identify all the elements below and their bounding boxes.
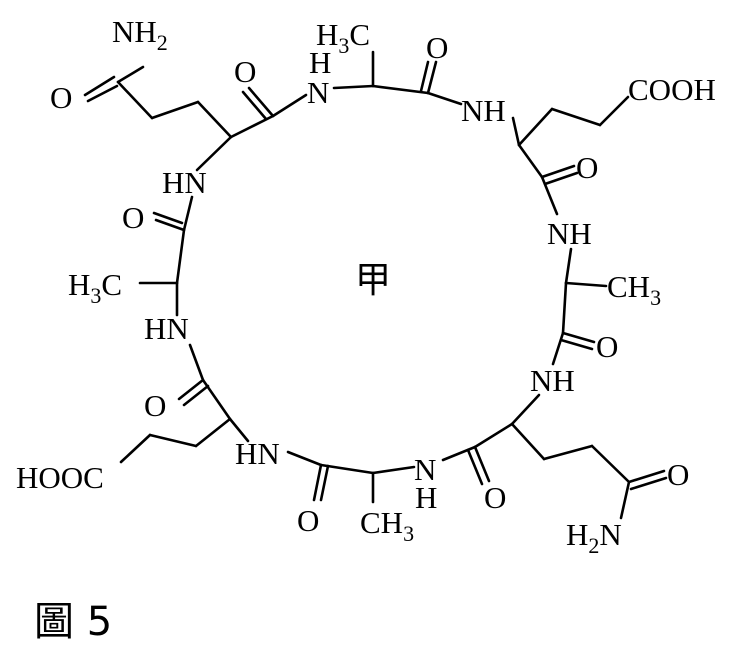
oxygen-top-left-amide: O [50,80,72,115]
h3c-top-label: H3C [316,17,370,58]
figure-caption: 圖 5 [34,599,112,645]
hydrogen-top: H [309,45,331,80]
h2n-bottom-label: H2N [566,517,622,558]
bonds [83,50,668,520]
hn-bottom-left: HN [235,436,280,471]
nitrogen-bottom: N [414,452,436,487]
nh2-top-label: NH2 [112,14,168,55]
oxygen-left-up: O [122,200,144,235]
ch3-right-label: CH3 [607,269,661,310]
hydrogen-bottom: H [415,480,437,515]
oxygen-bottom-right-ring: O [484,480,506,515]
oxygen-right-2: O [596,329,618,364]
nh-right-low: NH [530,363,575,398]
oxygen-top-left-ring: O [234,54,256,89]
oxygen-amide-bottom: O [667,457,689,492]
cooh-top: COOH [628,72,716,107]
nh-right-top: NH [461,93,506,128]
hn-left-top: HN [162,165,207,200]
ch3-bottom-label: CH3 [360,505,414,546]
hooc-bottom: HOOC [16,460,104,495]
oxygen-top-right-ring: O [426,30,448,65]
nh-right-mid: NH [547,216,592,251]
nitrogen-top: N [307,75,329,110]
hn-left-mid: HN [144,311,189,346]
atom-labels: NH2 O O H N H3C O NH COOH O NH CH3 O NH … [16,14,716,558]
center-label: 甲 [355,260,391,301]
oxygen-right-1: O [576,150,598,185]
h3c-left-label: H3C [68,267,122,308]
oxygen-left-low: O [144,388,166,423]
oxygen-bottom-left-ring: O [297,503,319,538]
